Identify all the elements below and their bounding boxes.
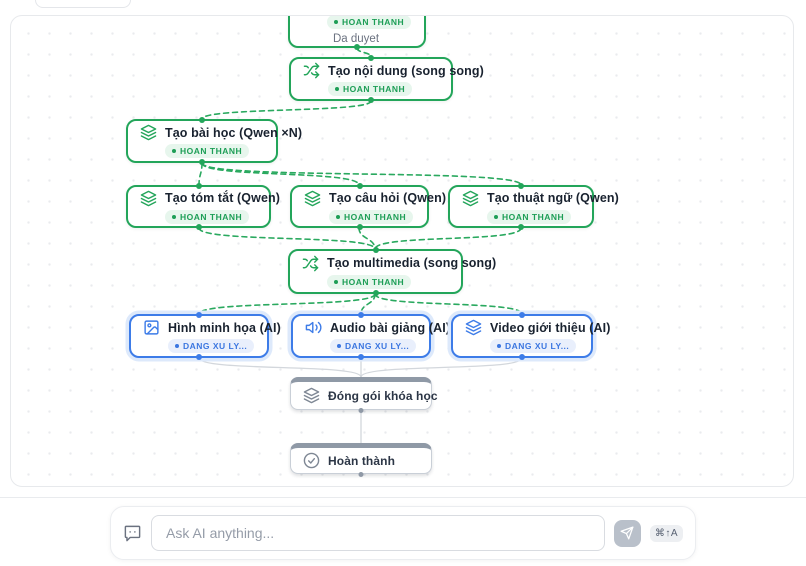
status-badge: HOAN THANH: [329, 209, 414, 224]
ask-ai-input[interactable]: [151, 515, 605, 551]
workflow-edges: [198, 47, 523, 443]
node-tao-bai-hoc[interactable]: Tạo bài học (Qwen ×N) HOAN THANH: [126, 117, 302, 165]
audio-icon: [305, 319, 322, 336]
check-circle-icon: [303, 452, 320, 469]
status-badge: DANG XU LY...: [490, 339, 577, 353]
status-badge: HOAN THANH: [327, 16, 412, 29]
connector-dot: [196, 354, 202, 360]
status-badge: DANG XU LY...: [330, 339, 417, 353]
connector-dot: [358, 354, 364, 360]
edge: [360, 293, 376, 315]
shuffle-icon: [302, 255, 319, 272]
status-badge: HOAN THANH: [165, 209, 250, 224]
node-audio-bai-giang[interactable]: Audio bài giảng (AI) DANG XU LY...: [291, 312, 450, 360]
node-title: Hình minh họa (AI): [168, 320, 281, 335]
node-note: Da duyet: [333, 33, 380, 45]
connector-dot: [372, 290, 379, 296]
image-icon: [143, 319, 160, 336]
connector-dot: [354, 44, 360, 50]
connector-dot: [356, 224, 363, 230]
edge: [358, 227, 376, 250]
node-tao-tom-tat[interactable]: Tạo tóm tắt (Qwen) HOAN THANH: [126, 183, 280, 230]
layers-icon: [304, 190, 321, 207]
node-hinh-minh-hoa[interactable]: Hình minh họa (AI) DANG XU LY...: [129, 312, 281, 360]
chat-icon: [123, 524, 142, 543]
layers-icon: [140, 124, 157, 141]
connector-dot: [368, 55, 374, 61]
connector-dot: [358, 408, 364, 413]
shuffle-icon: [303, 62, 320, 79]
footer-divider: [0, 497, 806, 498]
edge: [198, 162, 203, 186]
connector-dot: [356, 183, 363, 189]
status-badge: DANG XU LY...: [168, 339, 255, 353]
node-title: Tạo bài học (Qwen ×N): [165, 125, 303, 140]
layers-icon: [462, 190, 479, 207]
edge: [198, 227, 376, 250]
node-tao-noi-dung[interactable]: Tạo nội dung (song song) HOAN THANH: [289, 55, 484, 103]
node-tao-multimedia[interactable]: Tạo multimedia (song song) HOAN THANH: [288, 247, 496, 296]
layers-icon: [140, 190, 157, 207]
node-tao-cau-hoi[interactable]: Tạo câu hỏi (Qwen) HOAN THANH: [290, 183, 446, 230]
connector-dot: [372, 247, 379, 253]
node-title: Tạo multimedia (song song): [327, 256, 497, 270]
status-badge: HOAN THANH: [328, 82, 413, 96]
ask-ai-bar: ⌘↑A: [110, 506, 696, 560]
connector-dot: [519, 312, 525, 318]
toolbar-button-partial[interactable]: [35, 0, 131, 8]
edge: [374, 227, 522, 250]
edge: [198, 357, 362, 378]
edge: [201, 162, 522, 186]
node-video-gioi-thieu[interactable]: Video giới thiệu (AI) DANG XU LY...: [451, 312, 610, 360]
node-title: Audio bài giảng (AI): [330, 320, 451, 335]
status-badge: HOAN THANH: [327, 274, 412, 289]
connector-dot: [519, 354, 525, 360]
connector-dot: [368, 97, 374, 103]
connector-dot: [199, 117, 205, 123]
layers-icon: [465, 319, 482, 336]
connector-dot: [358, 472, 364, 477]
layers-icon: [303, 387, 320, 404]
status-badge: HOAN THANH: [165, 144, 250, 158]
connector-dot: [518, 224, 524, 230]
status-badge: HOAN THANH: [487, 209, 572, 224]
connector-dot: [518, 183, 524, 189]
node-da-duyet[interactable]: HOAN THANH Da duyet: [288, 16, 426, 50]
edge: [201, 162, 360, 186]
edge: [360, 357, 523, 378]
connector-dot: [195, 224, 202, 230]
connector-dot: [199, 159, 205, 165]
paper-plane-icon: [620, 526, 634, 540]
edge: [374, 293, 523, 315]
keyboard-shortcut-badge: ⌘↑A: [649, 524, 683, 542]
node-title: Đóng gói khóa học: [328, 388, 438, 403]
node-title: Video giới thiệu (AI): [490, 320, 611, 335]
send-button[interactable]: [613, 519, 641, 547]
node-hoan-thanh[interactable]: Hoàn thành: [290, 443, 432, 477]
node-tao-thuat-ngu[interactable]: Tạo thuật ngữ (Qwen) HOAN THANH: [448, 183, 619, 230]
node-title: Tạo tóm tắt (Qwen): [165, 191, 280, 205]
node-title: Tạo câu hỏi (Qwen): [329, 191, 447, 205]
connector-dot: [196, 312, 202, 318]
node-title: Tạo thuật ngữ (Qwen): [487, 191, 619, 205]
node-title: Hoàn thành: [328, 453, 395, 468]
node-title: Tạo nội dung (song song): [328, 63, 484, 78]
edge: [198, 293, 376, 315]
workflow-canvas[interactable]: HOAN THANH Da duyet Tạo nội dung (song s…: [10, 15, 794, 487]
node-dong-goi-khoa-hoc[interactable]: Đóng gói khóa học: [290, 377, 438, 413]
connector-dot: [195, 183, 202, 189]
connector-dot: [358, 312, 364, 318]
edge: [201, 100, 372, 120]
